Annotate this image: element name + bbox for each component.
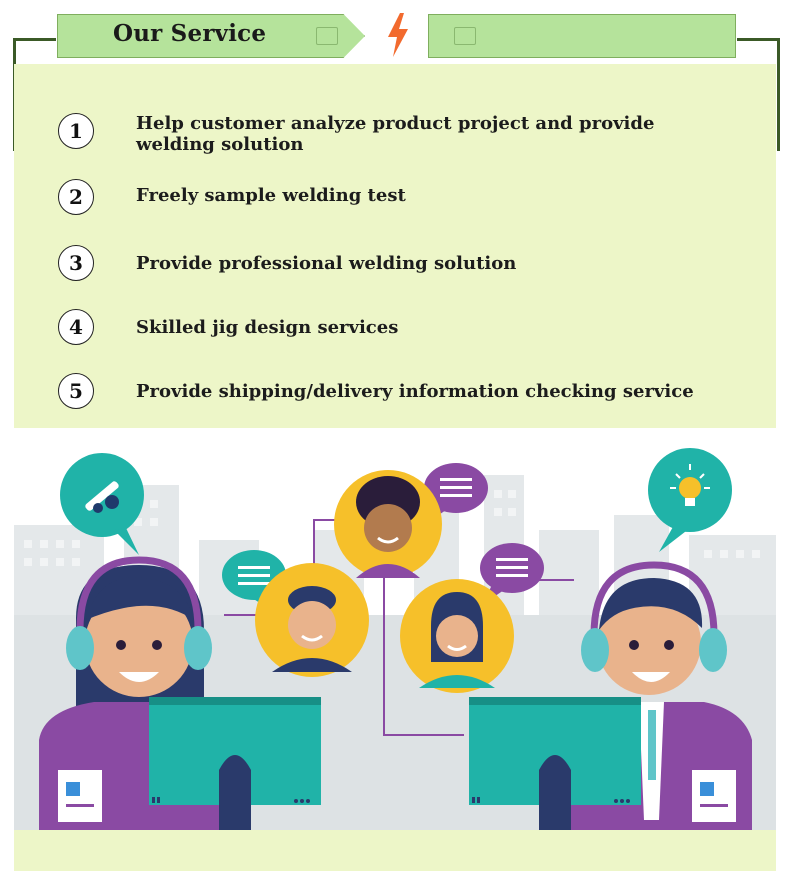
tab-square-decoration: [454, 27, 476, 45]
wrench-gear-icon: [60, 453, 144, 555]
services-panel: [14, 64, 776, 428]
service-number-badge: 4: [58, 309, 94, 345]
service-text: Help customer analyze product project an…: [136, 113, 655, 155]
monitor-left: [149, 697, 321, 830]
customer-service-illustration: [14, 440, 776, 830]
lightbulb-icon: [648, 448, 732, 552]
page-title: Our Service: [113, 20, 267, 47]
customer-avatar: [255, 563, 369, 677]
service-text: Provide shipping/delivery information ch…: [136, 381, 694, 402]
frame-bracket-right: [737, 38, 780, 151]
header-bar: [428, 14, 736, 58]
service-number-badge: 1: [58, 113, 94, 149]
footer-strip: [14, 830, 776, 871]
service-number-badge: 2: [58, 179, 94, 215]
service-text: Skilled jig design services: [136, 317, 399, 338]
service-text: Freely sample welding test: [136, 185, 406, 206]
customer-avatar: [400, 579, 514, 693]
header-tab: [57, 14, 365, 58]
tab-square-decoration: [316, 27, 338, 45]
service-text: Provide professional welding solution: [136, 253, 517, 274]
service-number-badge: 5: [58, 373, 94, 409]
service-number-badge: 3: [58, 245, 94, 281]
lightning-bolt-icon: [388, 13, 408, 57]
monitor-right: [469, 697, 641, 830]
customer-avatar: [334, 470, 442, 578]
